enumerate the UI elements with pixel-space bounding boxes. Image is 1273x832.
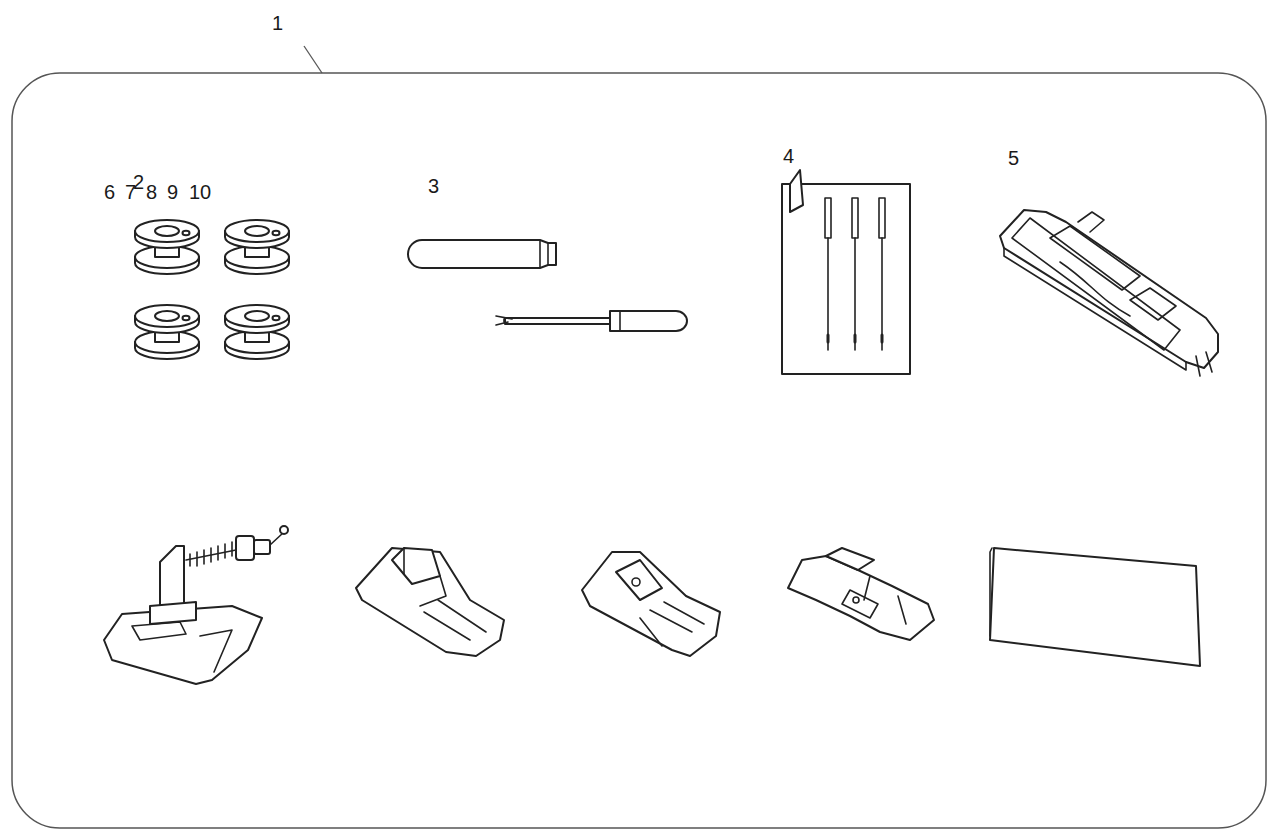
buttonhole-foot bbox=[1000, 210, 1218, 376]
presser-foot-a bbox=[356, 548, 504, 656]
callout-number: 8 bbox=[146, 181, 157, 203]
needle-pack bbox=[782, 170, 910, 374]
overcast-foot bbox=[104, 526, 288, 684]
presser-foot-c bbox=[788, 548, 934, 640]
callout-number: 5 bbox=[1008, 147, 1019, 169]
bobbins bbox=[135, 220, 289, 359]
leader-line bbox=[304, 46, 322, 73]
callout-number: 6 bbox=[104, 181, 115, 203]
callout-number: 9 bbox=[167, 181, 178, 203]
presser-foot-b bbox=[582, 552, 720, 656]
seam-ripper bbox=[408, 240, 687, 331]
callout-number: 1 bbox=[272, 12, 283, 34]
accessory-frame bbox=[12, 73, 1266, 828]
callout-number: 7 bbox=[125, 181, 136, 203]
callout-number: 10 bbox=[189, 181, 211, 203]
spool-cap-plate bbox=[990, 548, 1200, 666]
callout-number: 4 bbox=[783, 145, 794, 167]
callout-number: 3 bbox=[428, 175, 439, 197]
